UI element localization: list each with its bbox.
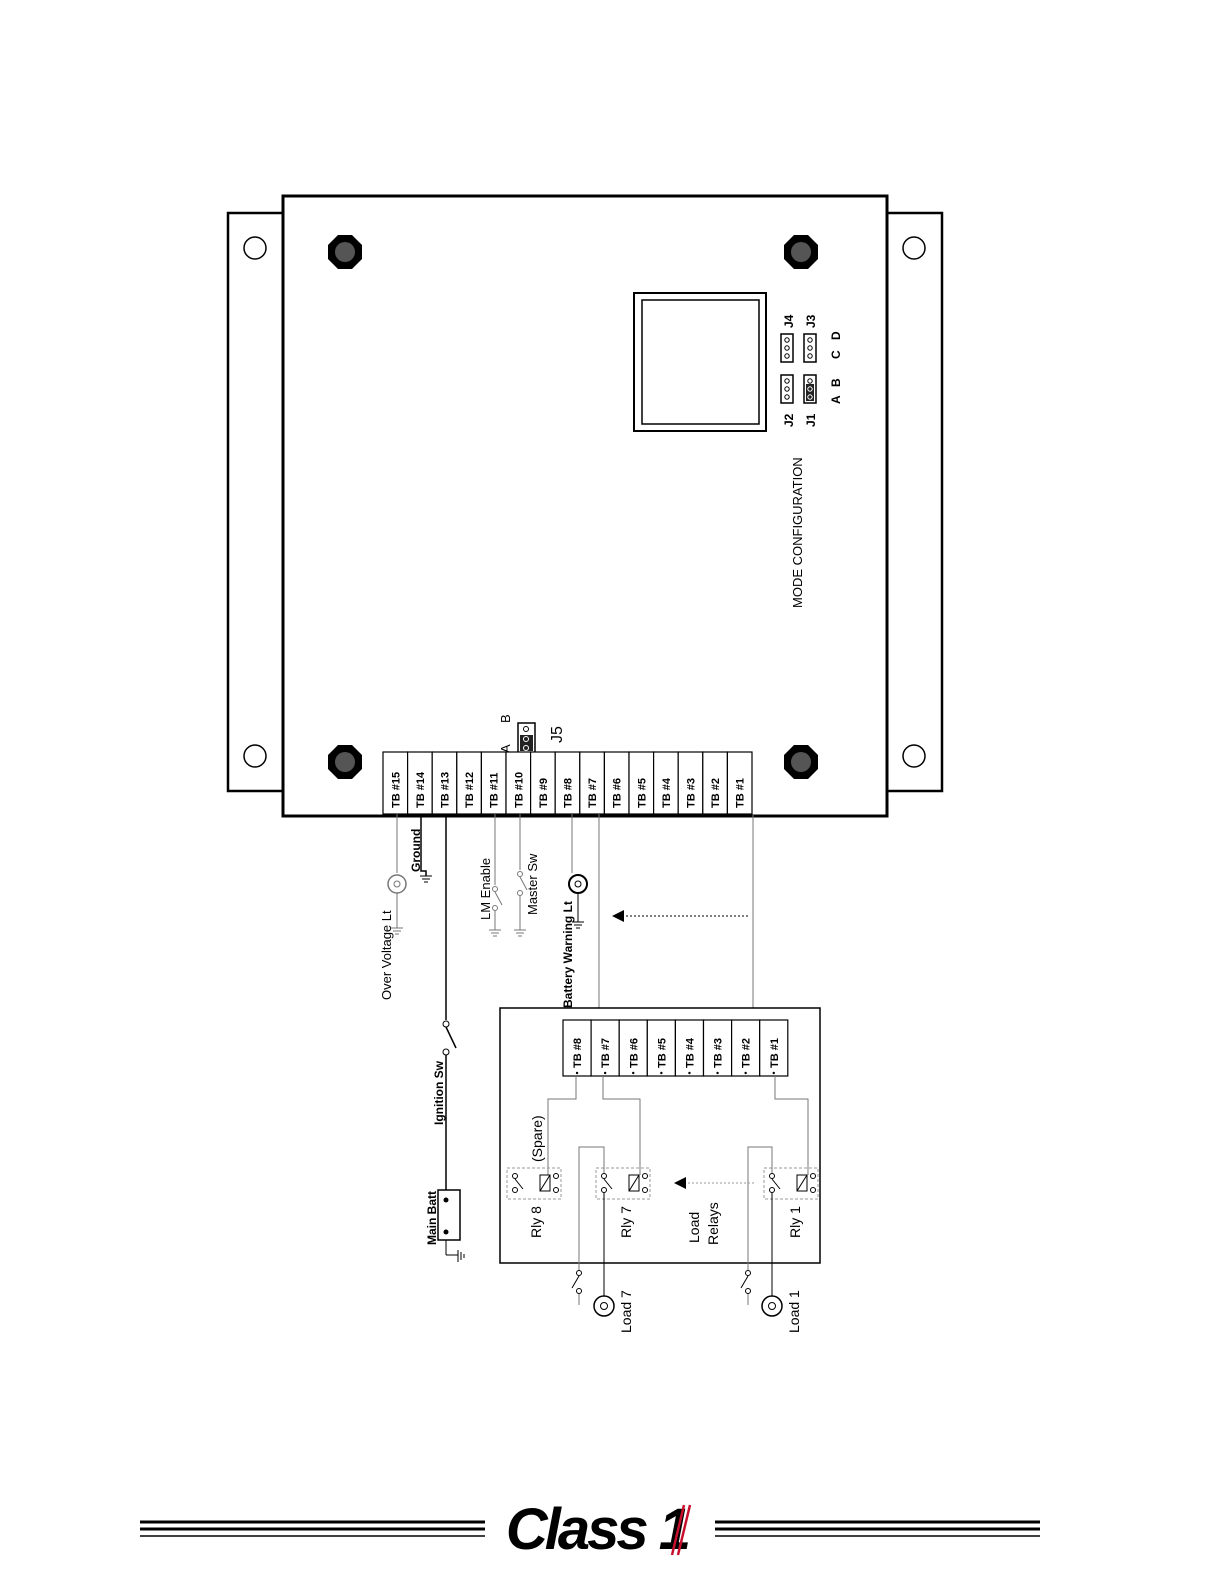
relay-terminal-label: TB #3 [713, 1038, 725, 1068]
rly1-label: Rly 1 [787, 1206, 803, 1238]
lm-enable-label: LM Enable [478, 858, 493, 920]
controller-terminal-label: TB #11 [489, 773, 501, 808]
class1-logo: Class 1 [506, 1497, 692, 1562]
relay-terminal-strip: TB #8 TB #7 TB #6 TB #5 TB #4 TB #3 TB #2 TB #1 [562, 1019, 789, 1077]
jumper-j2-label: J2 [782, 413, 796, 427]
controller-terminal-label: TB #8 [563, 778, 575, 808]
controller-terminal-label: TB #13 [440, 772, 452, 808]
controller-terminal-label: TB #5 [636, 778, 648, 808]
controller-terminal-label: TB #14 [415, 771, 427, 808]
ground-label: Ground [409, 829, 423, 872]
controller-terminal-label: TB #3 [686, 778, 698, 808]
load7-label: Load 7 [618, 1290, 634, 1333]
relay-terminal-label: TB #1 [769, 1038, 781, 1068]
master-sw-label: Master Sw [525, 853, 540, 915]
display-window [633, 292, 767, 432]
controller-terminal-strip: TB #15 TB #14 TB #13 TB #12 TB #11 TB #10 TB #… [382, 751, 753, 815]
j5-letter-a: A [498, 744, 513, 753]
mounting-flange-right [885, 211, 944, 793]
controller-terminal-cell [529, 751, 556, 815]
j5-letter-b: B [498, 714, 513, 723]
footer-rule-right [715, 1520, 1040, 1537]
controller-terminal-label: TB #6 [612, 778, 624, 808]
relay-terminal-dot [632, 1071, 635, 1075]
jumper-j1-label: J1 [804, 413, 818, 427]
rly8-label: Rly 8 [528, 1206, 544, 1238]
controller-terminal-label: TB #7 [587, 778, 599, 808]
controller-terminal-cell [554, 751, 581, 815]
jumper-letter-a: A [829, 395, 843, 404]
ignition-sw-label: Ignition Sw [432, 1060, 446, 1125]
main-batt-label: Main Batt [425, 1191, 439, 1245]
controller-terminal-label: TB #9 [538, 778, 550, 808]
controller-terminal-label: TB #15 [390, 772, 402, 808]
load-relays-label-line2: Relays [705, 1202, 721, 1245]
relay-terminal-label: TB #7 [600, 1038, 612, 1068]
controller-terminal-cell [677, 751, 704, 815]
relay-terminal-label: TB #5 [656, 1038, 668, 1068]
controller-terminal-cell [456, 751, 482, 815]
jumper-letter-b: B [829, 378, 843, 387]
spare-label: (Spare) [529, 1115, 545, 1162]
load-switches [571, 1270, 751, 1305]
relay-terminal-cell [759, 1019, 789, 1077]
relay-terminal-cell [730, 1019, 761, 1077]
controller-terminal-label: TB #10 [513, 772, 525, 808]
j5-label: J5 [549, 726, 566, 743]
controller-terminal-label: TB #4 [661, 777, 673, 808]
relay-terminal-label: TB #4 [684, 1037, 696, 1068]
external-wiring [387, 814, 754, 1262]
controller-terminal-cell [726, 751, 753, 815]
over-voltage-lt-label: Over Voltage Lt [379, 910, 394, 1000]
jumper-letter-d: D [829, 331, 843, 340]
relay-terminal-label: TB #2 [741, 1038, 753, 1068]
relay-terminal-label: TB #8 [572, 1038, 584, 1068]
controller-housing [281, 194, 889, 818]
controller-terminal-cell [382, 751, 409, 815]
load1-label: Load 1 [786, 1290, 802, 1333]
relay-terminal-dot [575, 1071, 579, 1075]
class1-logo-text: Class 1 [506, 1497, 689, 1562]
housing-screws [328, 235, 818, 779]
jumper-j4-label: J4 [782, 314, 796, 328]
load-relays-label-line1: Load [686, 1212, 702, 1243]
relay-terminal-dot [744, 1071, 747, 1075]
relay-internal-wiring [506, 1076, 819, 1296]
relay-terminal-dot [772, 1071, 775, 1075]
mounting-flange-left [226, 211, 285, 793]
mode-configuration-label: MODE CONFIGURATION [790, 457, 805, 608]
controller-terminal-label: TB #12 [464, 772, 476, 808]
load-lamps [593, 1295, 783, 1317]
controller-terminal-cell [431, 751, 458, 815]
controller-terminal-cell [702, 751, 728, 815]
rly7-label: Rly 7 [618, 1206, 634, 1238]
relay-terminal-dot [660, 1071, 663, 1075]
relay-terminal-dot [716, 1071, 719, 1075]
battery-warning-lt-label: Battery Warning Lt [561, 901, 575, 1008]
controller-terminal-cell [407, 751, 433, 815]
jumper-letter-c: C [829, 350, 843, 359]
mode-jumpers [780, 333, 817, 404]
jumper-j3-label: J3 [804, 314, 818, 328]
controller-terminal-label: TB #2 [710, 778, 722, 808]
relay-terminal-label: TB #6 [628, 1038, 640, 1068]
relay-terminal-dot [688, 1071, 691, 1075]
footer-rule-left [140, 1520, 485, 1537]
controller-terminal-label: TB #1 [735, 778, 747, 808]
relay-terminal-dot [603, 1071, 607, 1075]
